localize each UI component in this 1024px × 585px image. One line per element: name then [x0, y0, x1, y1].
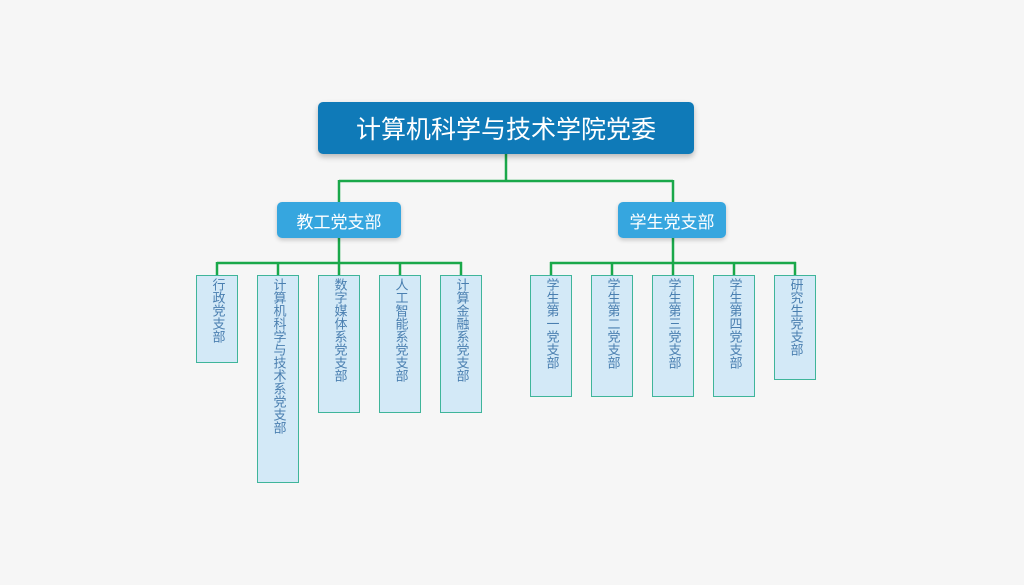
leaf-node-label: 行政党支部 — [209, 278, 225, 343]
leaf-node: 计算金融系党支部 — [440, 275, 482, 413]
root-node: 计算机科学与技术学院党委 — [318, 102, 694, 154]
branch-node-label: 教工党支部 — [296, 212, 382, 233]
leaf-node: 计算机科学与技术系党支部 — [257, 275, 299, 483]
leaf-node-label: 学生第一党支部 — [543, 278, 559, 369]
leaf-node-label: 学生第二党支部 — [604, 278, 620, 369]
root-node-label: 计算机科学与技术学院党委 — [355, 115, 656, 144]
leaf-node: 学生第二党支部 — [591, 275, 633, 397]
leaf-node: 学生第四党支部 — [713, 275, 755, 397]
leaf-node-label: 学生第三党支部 — [665, 278, 681, 369]
branch-node-label: 学生党支部 — [629, 212, 715, 233]
leaf-node: 学生第一党支部 — [530, 275, 572, 397]
leaf-node-label: 计算金融系党支部 — [453, 278, 469, 382]
leaf-node: 学生第三党支部 — [652, 275, 694, 397]
leaf-node-label: 研究生党支部 — [787, 278, 803, 356]
leaf-node: 研究生党支部 — [774, 275, 816, 380]
leaf-node-label: 人工智能系党支部 — [392, 278, 408, 382]
branch-node-student: 学生党支部 — [618, 202, 726, 238]
branch-node-faculty: 教工党支部 — [277, 202, 401, 238]
leaf-node: 人工智能系党支部 — [379, 275, 421, 413]
leaf-node-label: 数字媒体系党支部 — [331, 278, 347, 382]
leaf-node-label: 学生第四党支部 — [726, 278, 742, 369]
leaf-node-label: 计算机科学与技术系党支部 — [270, 278, 286, 434]
leaf-node: 行政党支部 — [196, 275, 238, 363]
leaf-node: 数字媒体系党支部 — [318, 275, 360, 413]
